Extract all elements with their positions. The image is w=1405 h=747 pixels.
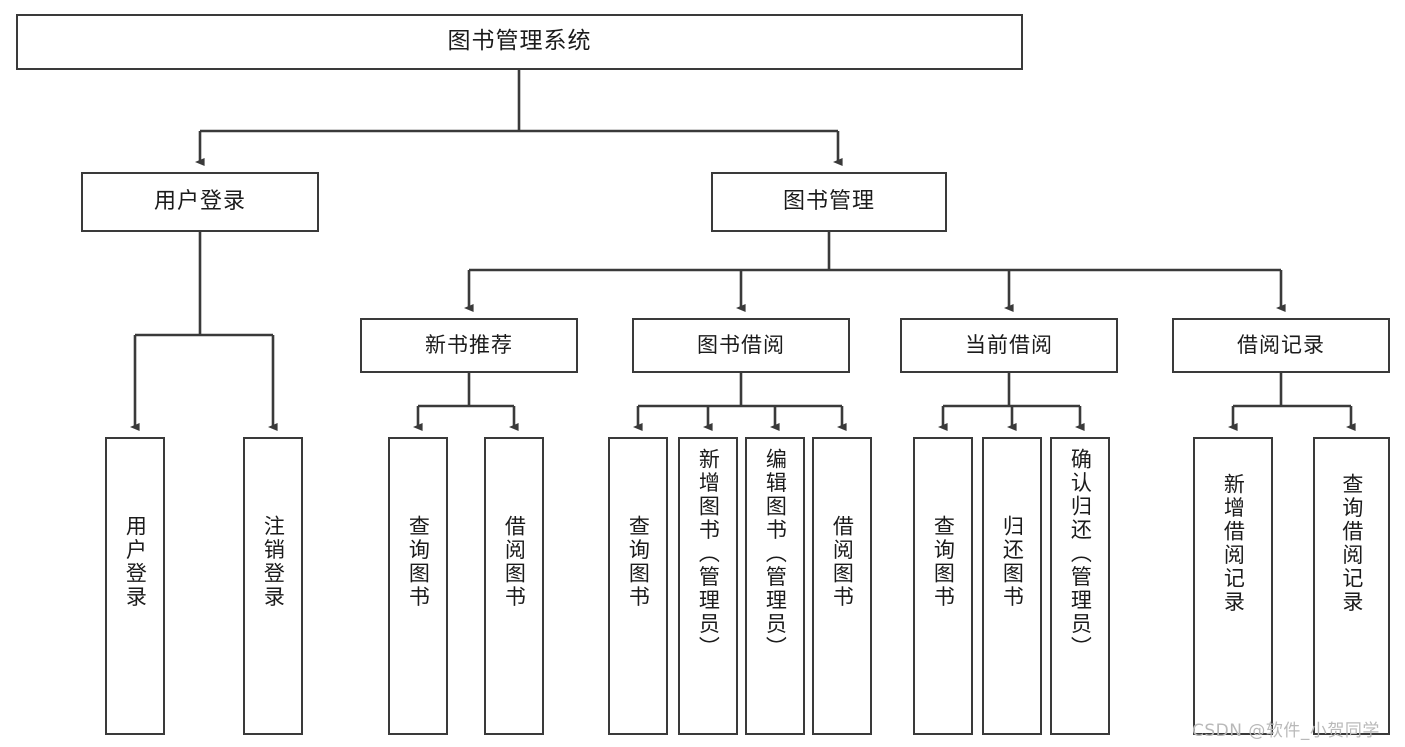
leaf-query-book-borrow[interactable]: 查询图书 [608, 437, 668, 735]
node-label: 当前借阅 [965, 333, 1053, 358]
node-label: 借阅记录 [1237, 333, 1325, 358]
node-label: 新书推荐 [425, 333, 513, 358]
leaf-user-login[interactable]: 用户登录 [105, 437, 165, 735]
node-root[interactable]: 图书管理系统 [16, 14, 1023, 70]
node-label: 查询图书 [626, 515, 651, 609]
leaf-edit-book-admin[interactable]: 编辑图书（管理员） [745, 437, 805, 735]
node-borrow-record[interactable]: 借阅记录 [1172, 318, 1390, 373]
node-book-borrow[interactable]: 图书借阅 [632, 318, 850, 373]
node-label: 用户登录 [123, 515, 148, 609]
leaf-user-logout[interactable]: 注销登录 [243, 437, 303, 735]
node-book-management[interactable]: 图书管理 [711, 172, 947, 232]
node-current-borrow[interactable]: 当前借阅 [900, 318, 1118, 373]
leaf-query-borrow-record[interactable]: 查询借阅记录 [1313, 437, 1390, 735]
leaf-query-book-current[interactable]: 查询图书 [913, 437, 973, 735]
node-label: 图书借阅 [697, 333, 785, 358]
leaf-return-book[interactable]: 归还图书 [982, 437, 1042, 735]
node-label: 新增借阅记录 [1221, 473, 1246, 614]
leaf-add-borrow-record[interactable]: 新增借阅记录 [1193, 437, 1273, 735]
node-label: 确认归还（管理员） [1068, 448, 1093, 660]
node-label: 注销登录 [261, 515, 286, 609]
leaf-borrow-book[interactable]: 借阅图书 [812, 437, 872, 735]
node-label: 用户登录 [153, 189, 246, 215]
leaf-query-book-recommend[interactable]: 查询图书 [388, 437, 448, 735]
node-label: 查询图书 [931, 515, 956, 609]
node-label: 新增图书（管理员） [696, 448, 721, 660]
watermark: CSDN @软件_小贺同学 [1192, 721, 1380, 741]
leaf-confirm-return-admin[interactable]: 确认归还（管理员） [1050, 437, 1110, 735]
node-label: 图书管理系统 [447, 28, 592, 55]
node-label: 图书管理 [782, 189, 875, 215]
node-label: 编辑图书（管理员） [763, 448, 788, 660]
node-label: 查询图书 [406, 515, 431, 609]
node-label: 借阅图书 [830, 515, 855, 609]
leaf-add-book-admin[interactable]: 新增图书（管理员） [678, 437, 738, 735]
node-new-book-recommend[interactable]: 新书推荐 [360, 318, 578, 373]
node-user-login[interactable]: 用户登录 [81, 172, 319, 232]
leaf-borrow-book-recommend[interactable]: 借阅图书 [484, 437, 544, 735]
node-label: 归还图书 [1000, 515, 1025, 609]
node-label: 借阅图书 [502, 515, 527, 609]
node-label: 查询借阅记录 [1339, 473, 1364, 614]
